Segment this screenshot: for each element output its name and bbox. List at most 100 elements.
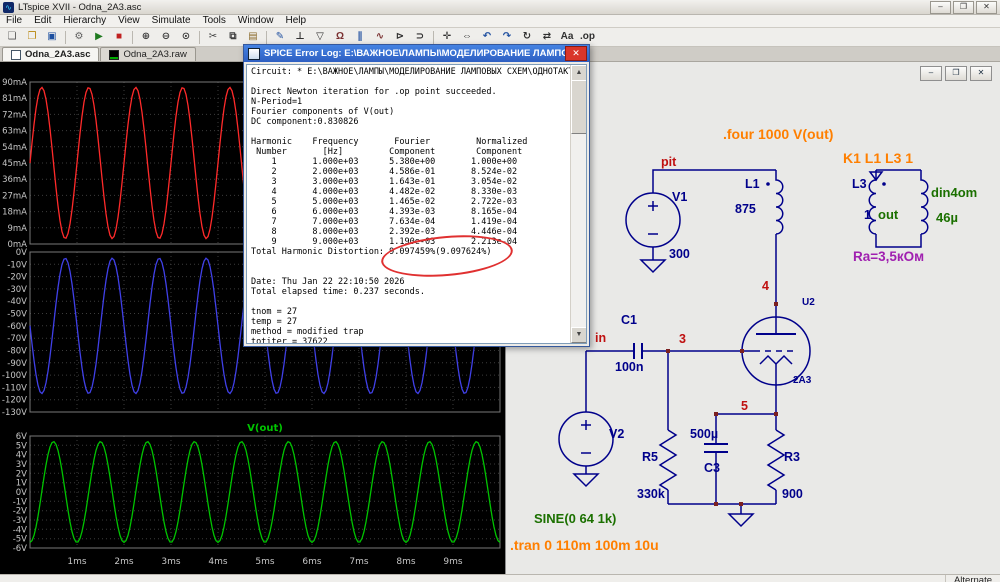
scroll-up-button[interactable]: ▲ bbox=[571, 65, 587, 81]
toolbar-separator bbox=[266, 31, 267, 44]
menu-tools[interactable]: Tools bbox=[197, 15, 232, 27]
maximize-button[interactable]: ❐ bbox=[953, 1, 974, 14]
zoom-full-icon[interactable]: ⊙ bbox=[177, 29, 195, 46]
four-directive[interactable]: .four 1000 V(out) bbox=[723, 126, 833, 142]
toolbar-separator bbox=[65, 31, 66, 44]
coupling-directive[interactable]: K1 L1 L3 1 bbox=[843, 150, 913, 166]
svg-text:5ms: 5ms bbox=[255, 557, 274, 567]
svg-text:7ms: 7ms bbox=[349, 557, 368, 567]
drag-icon[interactable]: ⇔ bbox=[458, 29, 476, 46]
error-log-window[interactable]: SPICE Error Log: E:\ВАЖНОЕ\ЛАМПЫ\МОДЕЛИР… bbox=[243, 44, 590, 347]
ground-symbol bbox=[574, 474, 598, 486]
rotate-icon[interactable]: ↻ bbox=[518, 29, 536, 46]
v2-source[interactable]: V2 bbox=[559, 412, 624, 486]
l1-value: 875 bbox=[735, 202, 756, 216]
l3-label: L3 bbox=[852, 177, 867, 191]
net-pit: pit bbox=[661, 155, 677, 169]
r3-value: 900 bbox=[782, 487, 803, 501]
label-icon[interactable]: ▽ bbox=[311, 29, 329, 46]
control-panel-icon[interactable]: ⚙ bbox=[70, 29, 88, 46]
svg-text:-80V: -80V bbox=[7, 347, 27, 357]
load-value: 46µ bbox=[936, 210, 958, 225]
child-close-button[interactable]: ✕ bbox=[970, 66, 992, 81]
v1-value: 300 bbox=[669, 247, 690, 261]
component-icon[interactable]: ⊃ bbox=[411, 29, 429, 46]
ra-annotation[interactable]: Ra=3,5кОм bbox=[853, 249, 924, 264]
l1-inductor[interactable]: L1 875 bbox=[735, 170, 783, 234]
tab-label: Odna_2A3.raw bbox=[123, 49, 186, 60]
menu-edit[interactable]: Edit bbox=[28, 15, 57, 27]
tube-u2[interactable]: U2 2A3 bbox=[742, 297, 815, 386]
svg-text:63mA: 63mA bbox=[2, 127, 27, 137]
menu-help[interactable]: Help bbox=[280, 15, 313, 27]
move-icon[interactable]: ✛ bbox=[438, 29, 456, 46]
minimize-button[interactable]: – bbox=[930, 1, 951, 14]
new-schematic-icon[interactable]: ❏ bbox=[3, 29, 21, 46]
title-bar[interactable]: ∿ LTspice XVII - Odna_2A3.asc – ❐ ✕ bbox=[0, 0, 1000, 15]
paste-icon[interactable]: ▤ bbox=[244, 29, 262, 46]
diode-icon[interactable]: ⊳ bbox=[391, 29, 409, 46]
svg-text:-50V: -50V bbox=[7, 310, 27, 320]
wire-icon[interactable]: ✎ bbox=[271, 29, 289, 46]
svg-text:2ms: 2ms bbox=[114, 557, 133, 567]
svg-text:-40V: -40V bbox=[7, 297, 27, 307]
redo-icon[interactable]: ↷ bbox=[498, 29, 516, 46]
c1-capacitor[interactable]: C1 100n bbox=[615, 313, 644, 374]
save-icon[interactable]: ▣ bbox=[43, 29, 61, 46]
v2-label: V2 bbox=[609, 427, 624, 441]
menu-bar: FileEditHierarchyViewSimulateToolsWindow… bbox=[0, 15, 1000, 28]
scroll-thumb[interactable] bbox=[571, 80, 587, 134]
svg-text:54mA: 54mA bbox=[2, 143, 27, 153]
tran-directive[interactable]: .tran 0 110m 100m 10u bbox=[510, 537, 659, 553]
ground-icon[interactable]: ⊥ bbox=[291, 29, 309, 46]
mirror-icon[interactable]: ⇄ bbox=[538, 29, 556, 46]
zoom-out-icon[interactable]: ⊖ bbox=[157, 29, 175, 46]
window-title: LTspice XVII - Odna_2A3.asc bbox=[18, 2, 928, 13]
menu-hierarchy[interactable]: Hierarchy bbox=[57, 15, 112, 27]
scroll-down-button[interactable]: ▼ bbox=[571, 327, 587, 343]
v1-source[interactable]: V1 300 bbox=[626, 190, 690, 272]
error-log-scrollbar[interactable]: ▲ ▼ bbox=[570, 65, 586, 343]
ground-symbol[interactable] bbox=[729, 514, 753, 526]
zoom-in-icon[interactable]: ⊕ bbox=[137, 29, 155, 46]
svg-text:-70V: -70V bbox=[7, 334, 27, 344]
menu-view[interactable]: View bbox=[112, 15, 146, 27]
undo-icon[interactable]: ↶ bbox=[478, 29, 496, 46]
l3-inductor[interactable]: L3 1 out bbox=[852, 170, 899, 234]
app-icon: ∿ bbox=[3, 2, 14, 13]
run-icon[interactable]: ▶ bbox=[90, 29, 108, 46]
svg-text:36mA: 36mA bbox=[2, 175, 27, 185]
tab-Odna_2A3.asc[interactable]: Odna_2A3.asc bbox=[2, 47, 99, 61]
close-button[interactable]: ✕ bbox=[976, 1, 997, 14]
pane-title-v-out: V(out) bbox=[247, 423, 283, 434]
text-icon[interactable]: Aa bbox=[558, 29, 576, 46]
menu-window[interactable]: Window bbox=[232, 15, 280, 27]
load-inductor[interactable]: din4om 46µ bbox=[921, 170, 977, 234]
svg-text:6ms: 6ms bbox=[302, 557, 321, 567]
spice-directive-icon[interactable]: .op bbox=[578, 29, 597, 46]
r3-resistor[interactable]: R3 900 bbox=[768, 430, 803, 501]
error-log-title-bar[interactable]: SPICE Error Log: E:\ВАЖНОЕ\ЛАМПЫ\МОДЕЛИР… bbox=[244, 45, 589, 62]
svg-text:-120V: -120V bbox=[2, 396, 27, 406]
copy-icon[interactable]: ⧉ bbox=[224, 29, 242, 46]
halt-icon[interactable]: ■ bbox=[110, 29, 128, 46]
cut-icon[interactable]: ✂ bbox=[204, 29, 222, 46]
error-log-icon bbox=[248, 48, 260, 60]
resistor-icon[interactable]: Ω bbox=[331, 29, 349, 46]
menu-simulate[interactable]: Simulate bbox=[146, 15, 197, 27]
open-icon[interactable]: ❐ bbox=[23, 29, 41, 46]
sine-value[interactable]: SINE(0 64 1k) bbox=[534, 511, 616, 526]
svg-text:-20V: -20V bbox=[7, 273, 27, 283]
inductor-icon[interactable]: ∿ bbox=[371, 29, 389, 46]
c3-capacitor[interactable]: 500µ C3 bbox=[690, 427, 728, 475]
child-minimize-button[interactable]: – bbox=[920, 66, 942, 81]
tab-Odna_2A3.raw[interactable]: Odna_2A3.raw bbox=[100, 47, 195, 61]
capacitor-icon[interactable]: ∥ bbox=[351, 29, 369, 46]
r5-resistor[interactable]: R5 330k bbox=[637, 430, 676, 501]
toolbar-separator bbox=[433, 31, 434, 44]
error-log-close-button[interactable]: ✕ bbox=[565, 46, 587, 61]
child-restore-button[interactable]: ❐ bbox=[945, 66, 967, 81]
load-name: din4om bbox=[931, 185, 977, 200]
menu-file[interactable]: File bbox=[0, 15, 28, 27]
svg-text:0V: 0V bbox=[16, 248, 27, 258]
